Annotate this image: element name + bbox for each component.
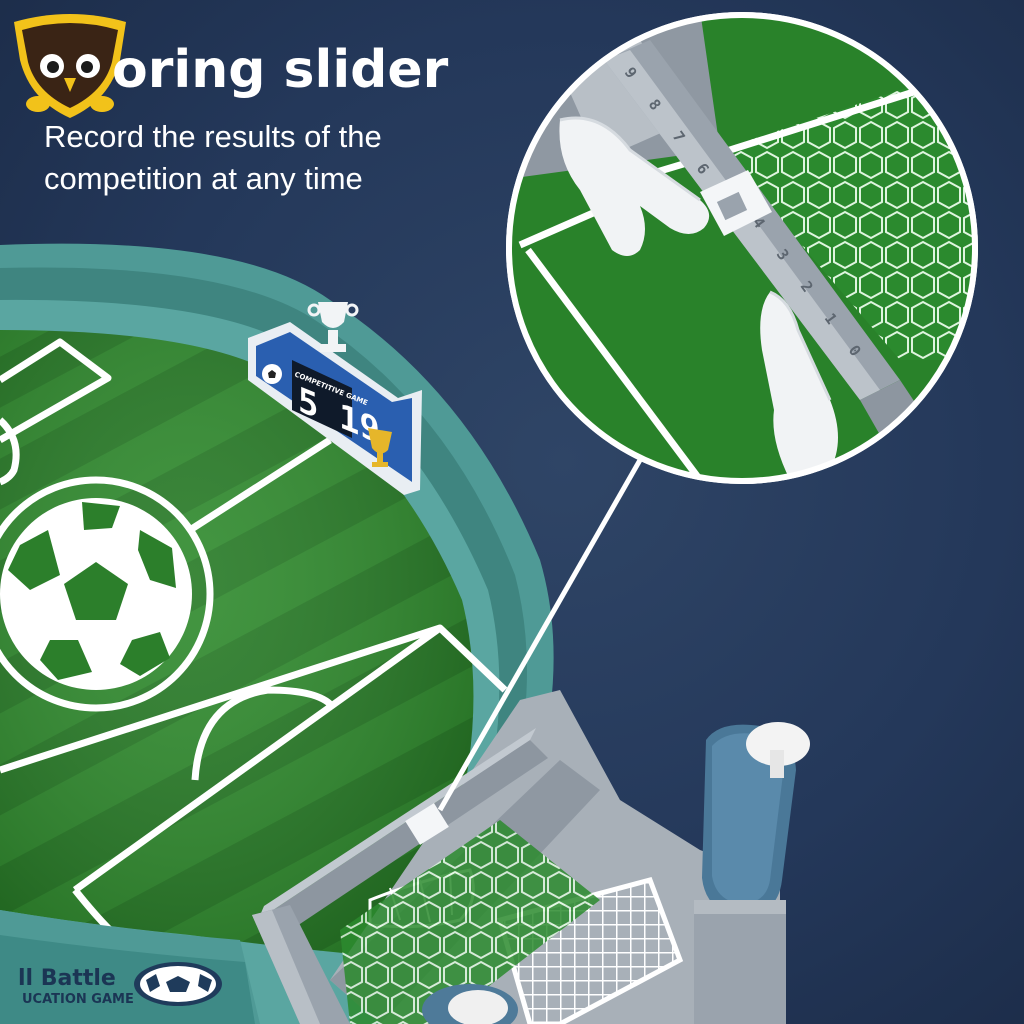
subline-line-1: Record the results of the xyxy=(44,119,382,154)
zoom-detail: 9 8 7 6 5 4 3 2 1 0 xyxy=(506,12,978,484)
callout-line xyxy=(437,458,643,812)
pitch-markings xyxy=(0,338,508,933)
brand-label-line2: UCATION GAME xyxy=(22,992,134,1007)
scoreboard: 5 19 COMPETITIVE GAME xyxy=(248,302,422,495)
slider-knob xyxy=(700,170,772,236)
gold-trophy-icon xyxy=(368,428,392,467)
brand-ball-icon xyxy=(134,962,222,1006)
launcher-handle xyxy=(694,722,810,1024)
hand-left xyxy=(559,116,710,256)
headline: oring slider xyxy=(112,40,449,100)
owl-mascot-logo xyxy=(14,14,126,118)
hand-right xyxy=(760,290,838,480)
subline-line-2: competition at any time xyxy=(44,161,363,196)
center-ball-graphic xyxy=(0,498,192,690)
scoreboard-ball-icon xyxy=(262,364,282,384)
brand-label-line1: ll Battle xyxy=(18,966,116,991)
subline: Record the results of the competition at… xyxy=(44,116,382,200)
goal-assembly xyxy=(252,690,810,1024)
trophy-icon xyxy=(307,302,359,352)
